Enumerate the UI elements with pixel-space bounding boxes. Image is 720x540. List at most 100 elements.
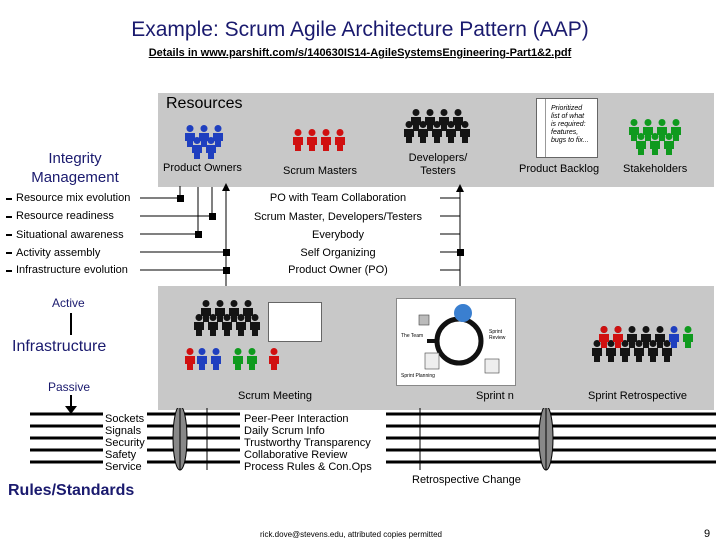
developer-figure — [208, 314, 218, 336]
product-owners-label: Product Owners — [163, 162, 242, 174]
infrastructure-figures — [185, 300, 693, 370]
rule-item: Daily Scrum Info — [244, 425, 325, 437]
sprint-diagram-label: The Team — [401, 333, 424, 339]
passive-item: Security — [105, 437, 145, 449]
product-owner-figure — [199, 125, 209, 147]
resource-figures — [185, 109, 681, 159]
connector-node — [223, 267, 230, 274]
scrum-master-figure — [335, 129, 345, 151]
management-label: Management — [31, 169, 119, 186]
testers-label: Testers — [420, 165, 456, 177]
product-backlog-label: Product Backlog — [519, 163, 600, 175]
developer-figure — [606, 340, 616, 362]
passive-item: Service — [105, 461, 142, 473]
backlog-note-line: list of what — [551, 113, 585, 120]
responsibility: Scrum Master, Developers/Testers — [253, 211, 423, 223]
integrity-item: Infrastructure evolution — [16, 264, 128, 276]
stakeholder-figure — [683, 326, 693, 348]
item-bullet — [6, 270, 12, 272]
integrity-item: Resource readiness — [16, 210, 114, 222]
scrum-master-figure — [599, 326, 609, 348]
developer-figure — [411, 109, 421, 131]
rule-item: Process Rules & Con.Ops — [244, 461, 372, 473]
scrum-master-figure — [613, 326, 623, 348]
stakeholder-figure — [629, 119, 639, 141]
stakeholder-figure — [671, 119, 681, 141]
integrity-item: Situational awareness — [16, 229, 124, 241]
details-link[interactable]: Details in www.parshift.com/s/140630IS14… — [148, 47, 572, 59]
product-owner-figure — [213, 125, 223, 147]
active-arrow — [70, 313, 72, 335]
sprint-diagram: The Team Sprint Review Sprint Planning — [396, 298, 516, 386]
sprint-retrospective-label: Sprint Retrospective — [588, 390, 688, 402]
developer-figure — [222, 314, 232, 336]
active-label: Active — [52, 296, 85, 310]
passive-arrow — [70, 395, 72, 411]
rules-standards-heading: Rules/Standards — [8, 482, 135, 499]
sprint-cycle-drawing — [418, 304, 500, 374]
developer-figure — [648, 340, 658, 362]
rule-item: Collaborative Review — [244, 449, 348, 461]
developers-testers-label: Developers/ Testers — [398, 152, 478, 178]
product-owner-figure — [206, 137, 216, 159]
backlog-note-line: bugs to fix... — [551, 137, 589, 144]
page-number: 9 — [704, 528, 711, 540]
scrum-masters-label: Scrum Masters — [283, 165, 357, 177]
developer-figure — [627, 326, 637, 348]
scrum-master-figure — [269, 348, 279, 370]
sprint-n-label: Sprint n — [476, 390, 514, 402]
page-title: Example: Scrum Agile Architecture Patter… — [131, 18, 589, 41]
developer-figure — [439, 109, 449, 131]
developer-figure — [194, 314, 204, 336]
backlog-note-line: is required: — [551, 121, 586, 128]
integrity-management-heading: Integrity Management — [12, 149, 138, 187]
integrity-label: Integrity — [48, 150, 102, 167]
stakeholder-figure — [664, 133, 674, 155]
sprint-backlog-list — [268, 302, 322, 342]
connector-node — [177, 195, 184, 202]
product-owner-figure — [211, 348, 221, 370]
sprint-diagram-label: Sprint Review — [489, 329, 506, 341]
developer-figure — [432, 121, 442, 143]
backlog-note-line: features, — [551, 129, 579, 136]
rule-item: Trustworthy Transparency — [244, 437, 371, 449]
developer-figure — [641, 326, 651, 348]
developer-figure — [404, 121, 414, 143]
developer-figure — [592, 340, 602, 362]
scrum-master-figure — [293, 129, 303, 151]
passive-arrowhead — [65, 406, 77, 414]
product-owner-figure — [197, 348, 207, 370]
stakeholder-figure — [643, 119, 653, 141]
resources-heading: Resources — [166, 95, 243, 112]
backlog-index-column — [537, 99, 546, 157]
developer-figure — [634, 340, 644, 362]
rules-bus — [30, 408, 716, 471]
product-backlog-list: Prioritized list of what is required: fe… — [536, 98, 598, 158]
developer-figure — [201, 300, 211, 322]
retrospective-change-label: Retrospective Change — [410, 474, 523, 486]
product-owner-figure — [669, 326, 679, 348]
developer-figure — [215, 300, 225, 322]
item-bullet — [6, 234, 12, 236]
stakeholder-figure — [233, 348, 243, 370]
infrastructure-heading: Infrastructure — [12, 338, 107, 355]
scrum-master-figure — [185, 348, 195, 370]
responsibility: Everybody — [312, 229, 364, 241]
passive-items: Sockets Signals Security Safety Service — [103, 412, 147, 474]
developer-figure — [460, 121, 470, 143]
responsibility: PO with Team Collaboration — [269, 192, 407, 204]
footer-credit: rick.dove@stevens.edu, attributed copies… — [260, 530, 442, 539]
scrum-meeting-label: Scrum Meeting — [238, 390, 312, 402]
backlog-note: Prioritized list of what is required: fe… — [551, 105, 589, 145]
product-owner-figure — [185, 125, 195, 147]
scrum-master-figure — [321, 129, 331, 151]
developer-figure — [446, 121, 456, 143]
connector-node — [209, 213, 216, 220]
scrum-master-figure — [307, 129, 317, 151]
developer-figure — [655, 326, 665, 348]
sprint-diagram-label: Sprint Planning — [401, 373, 435, 379]
passive-label: Passive — [48, 380, 91, 394]
developer-figure — [418, 121, 428, 143]
developer-figure — [229, 300, 239, 322]
stakeholder-figure — [636, 133, 646, 155]
